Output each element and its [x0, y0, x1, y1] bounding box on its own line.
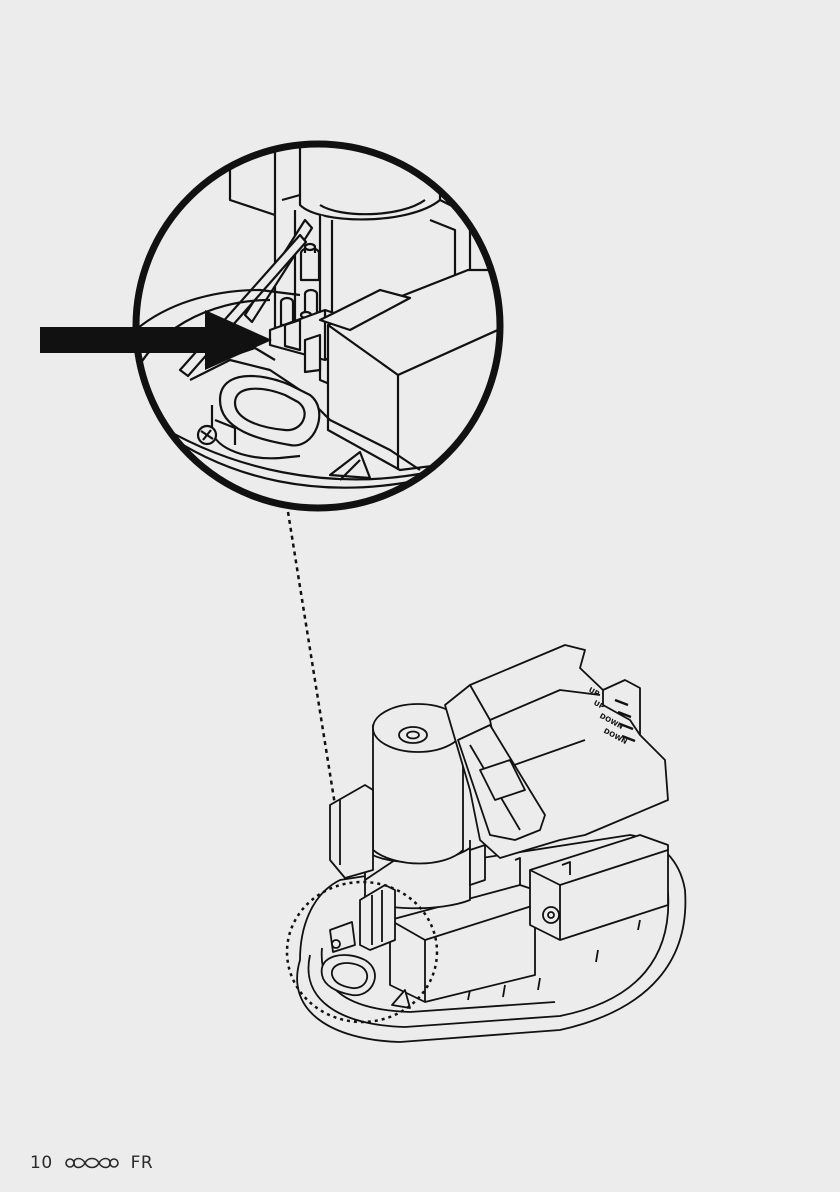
brand-loop-logo-icon	[65, 1153, 119, 1173]
device-assembly	[297, 645, 685, 1042]
page-footer: 10 FR	[30, 1149, 153, 1177]
language-code: FR	[131, 1153, 154, 1173]
magnified-detail	[120, 140, 520, 508]
page-number: 10	[30, 1153, 53, 1173]
